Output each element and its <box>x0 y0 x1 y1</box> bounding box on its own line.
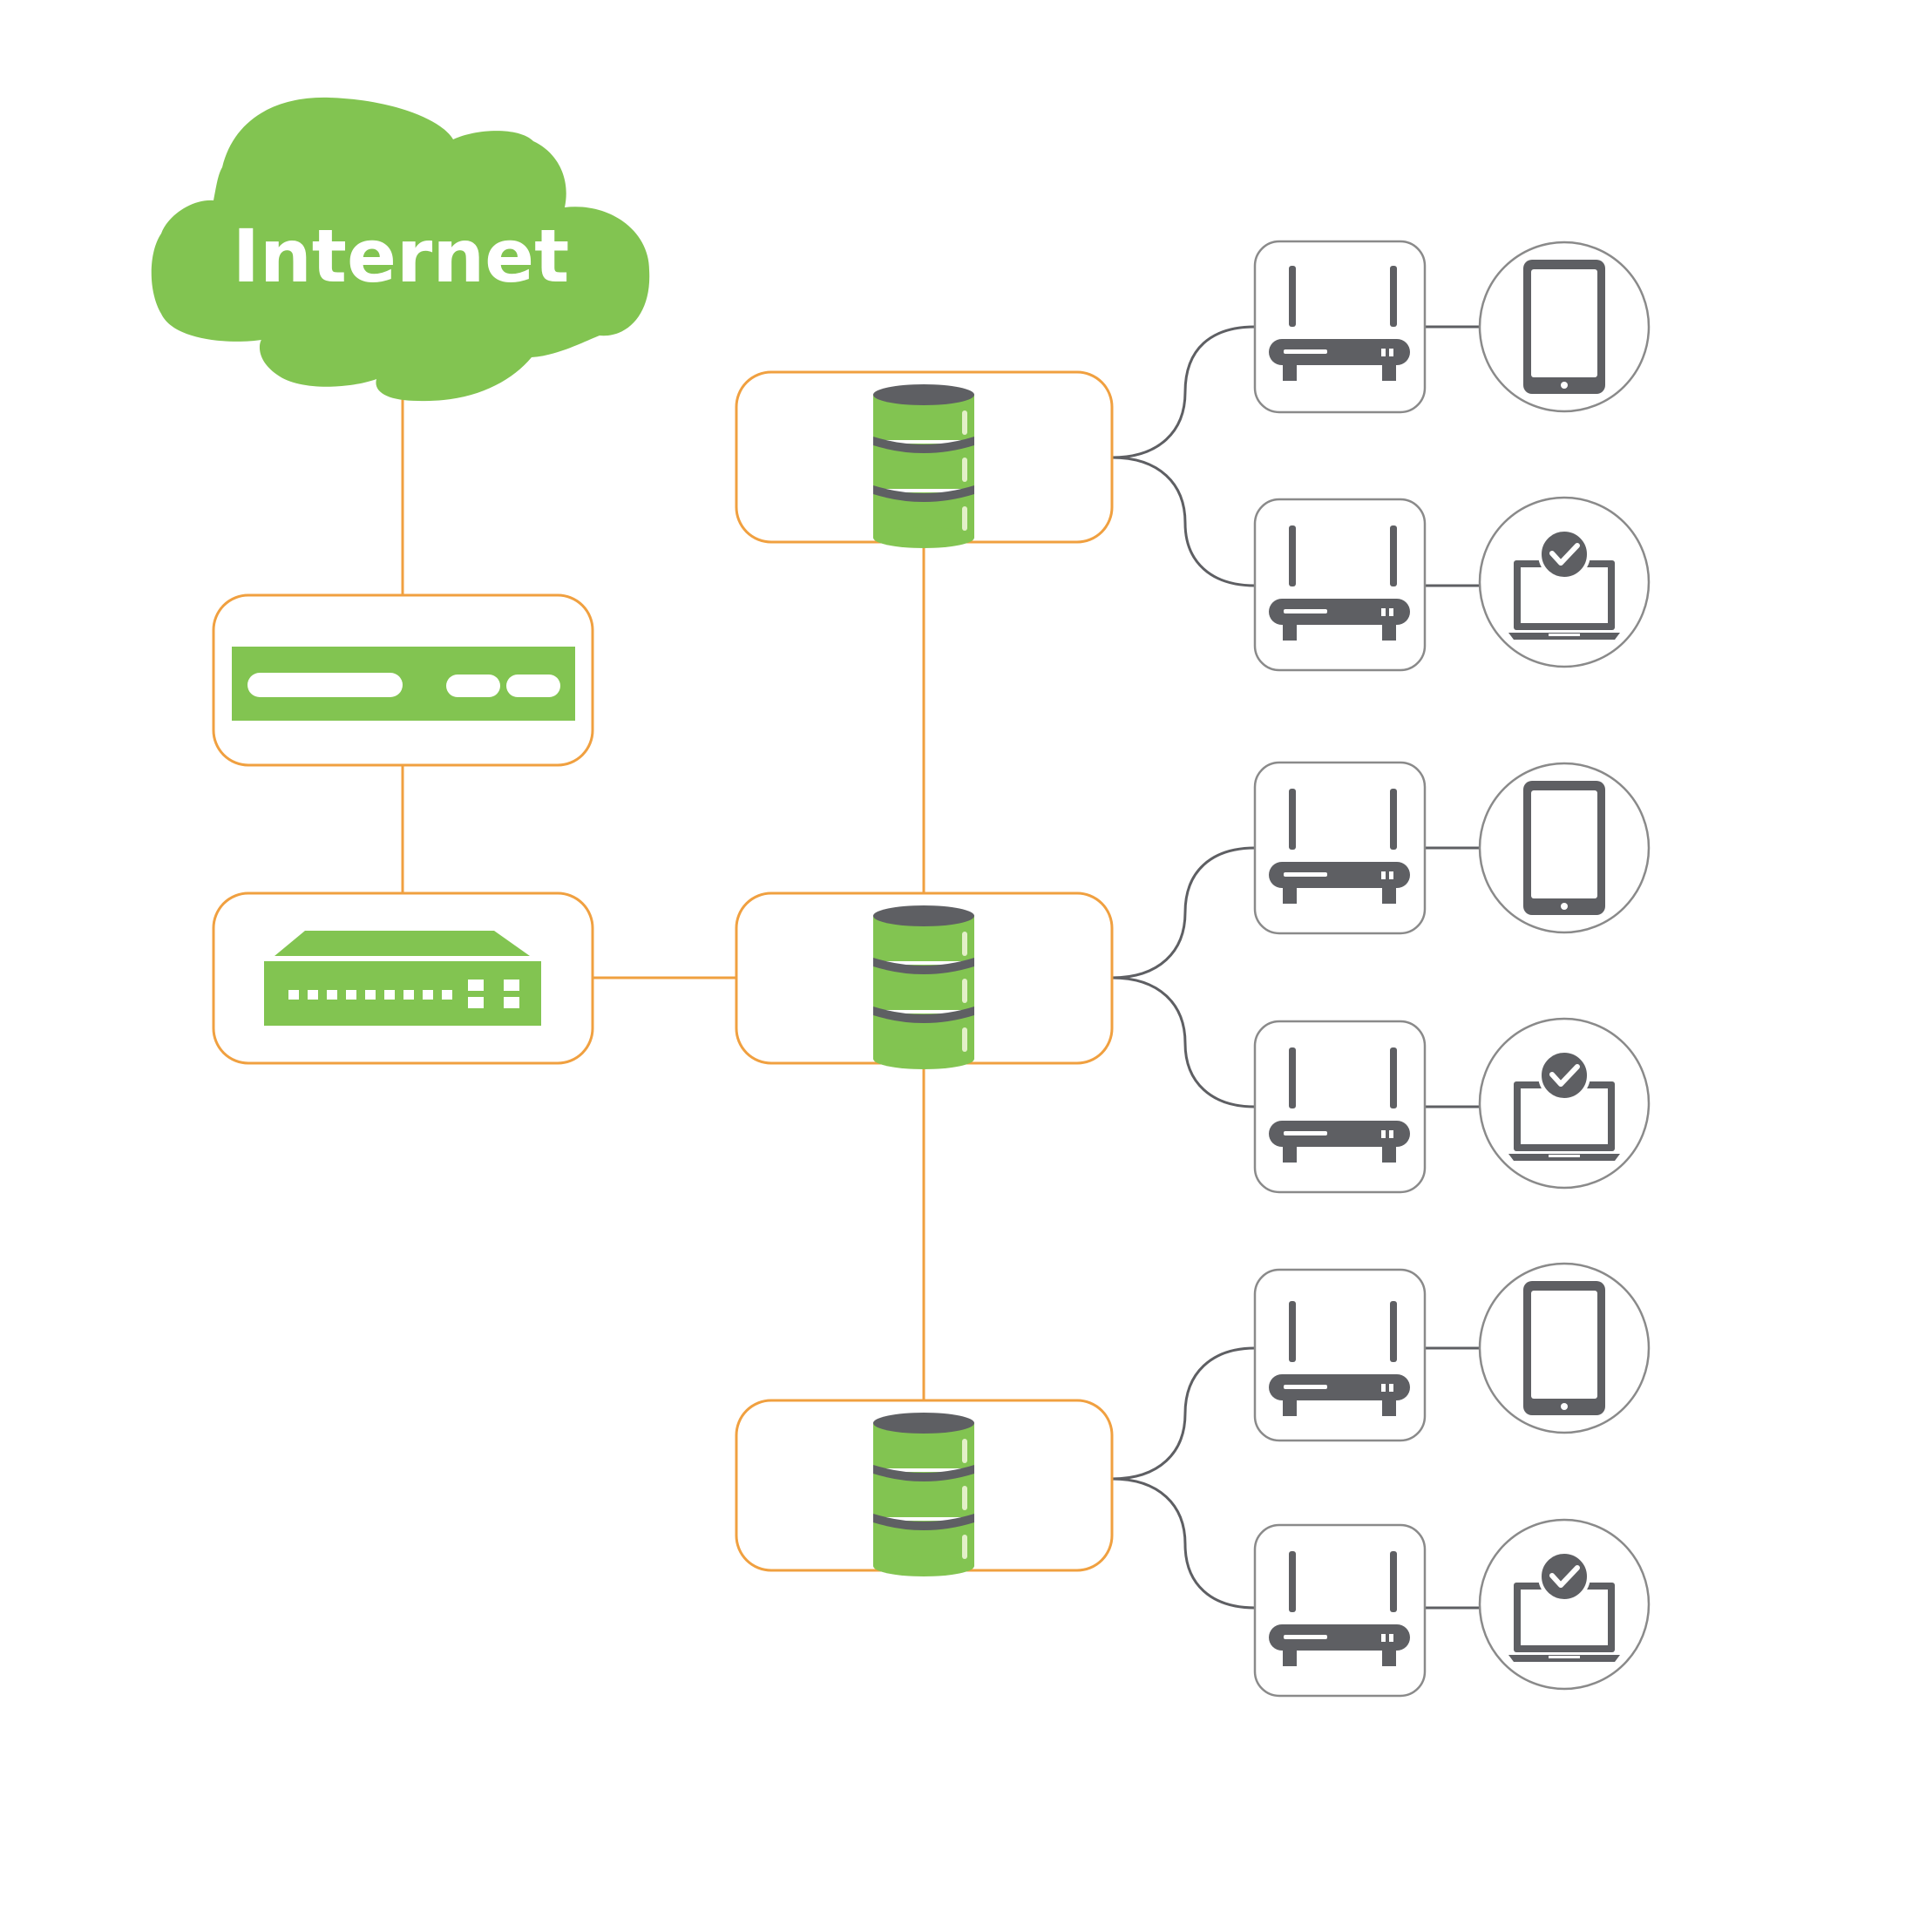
router-node-3[interactable] <box>1253 761 1427 935</box>
link-server3-router5 <box>1111 1346 1256 1481</box>
router-node-2[interactable] <box>1253 498 1427 672</box>
link-server3-router6 <box>1111 1477 1256 1610</box>
database-server-icon <box>873 384 974 548</box>
database-server-icon <box>873 1413 974 1576</box>
router-box <box>1253 240 1427 414</box>
device-node-2[interactable] <box>1478 496 1651 668</box>
server-node-3[interactable] <box>735 1399 1114 1576</box>
tablet-icon <box>1523 781 1605 915</box>
device-node-3[interactable] <box>1478 762 1651 934</box>
router-box <box>1253 498 1427 672</box>
tablet-icon <box>1523 260 1605 394</box>
router-node-4[interactable] <box>1253 1020 1427 1194</box>
device-node-1[interactable] <box>1478 241 1651 413</box>
device-node-5[interactable] <box>1478 1262 1651 1434</box>
server-node-1[interactable] <box>735 370 1114 548</box>
link-server2-router3 <box>1111 846 1256 980</box>
switch-node[interactable] <box>212 891 594 1065</box>
device-node-4[interactable] <box>1478 1017 1651 1190</box>
network-switch-icon <box>264 931 541 1026</box>
link-server1-router1 <box>1111 325 1256 459</box>
firewall-node[interactable] <box>212 593 594 767</box>
cloud-label: Internet <box>233 214 570 299</box>
server-node-2[interactable] <box>735 891 1114 1069</box>
router-node-1[interactable] <box>1253 240 1427 414</box>
internet-cloud: Internet <box>151 97 650 402</box>
backbone-links <box>401 383 925 1400</box>
router-node-6[interactable] <box>1253 1523 1427 1698</box>
device-node-6[interactable] <box>1478 1518 1651 1691</box>
link-server1-router2 <box>1111 456 1256 587</box>
router-box <box>1253 1268 1427 1442</box>
router-box <box>1253 761 1427 935</box>
database-server-icon <box>873 905 974 1069</box>
tablet-icon <box>1523 1281 1605 1415</box>
router-box <box>1253 1020 1427 1194</box>
router-node-5[interactable] <box>1253 1268 1427 1442</box>
firewall-icon <box>232 647 575 721</box>
router-box <box>1253 1523 1427 1698</box>
access-links <box>1111 325 1481 1610</box>
cloud-icon <box>151 97 650 402</box>
link-server2-router4 <box>1111 976 1256 1108</box>
